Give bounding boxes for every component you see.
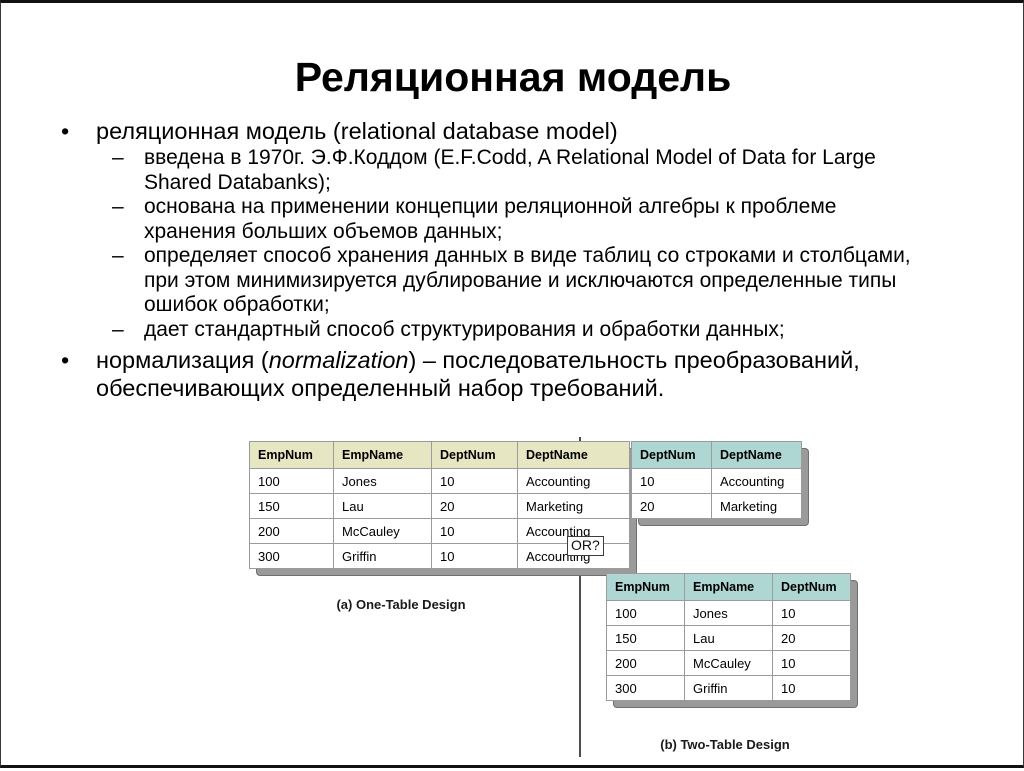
bullet-list: • реляционная модель (relational databas… [1,117,1024,403]
table-header-row: DeptNum DeptName [631,441,802,469]
cell-empnum: 100 [249,468,334,494]
figure-table-designs: EmpNum EmpName DeptNum DeptName 100 Jone… [1,427,1024,771]
or-divider-line [579,437,581,757]
cell-deptname: Marketing [711,493,802,519]
cell-deptnum: 10 [772,650,851,676]
cell-empname: McCauley [333,518,432,544]
column-header-deptname: DeptName [711,441,802,469]
column-header-empname: EmpName [684,573,773,601]
bullet-text-italic: normalization [268,347,409,373]
bullet-text: введена в 1970г. Э.Ф.Коддом (E.F.Codd, A… [144,146,876,194]
caption-one-table-design: (a) One-Table Design [336,597,466,612]
cell-empname: Jones [684,600,773,626]
cell-deptnum: 10 [431,543,518,569]
bullet-item-4: – определяет способ хранения данных в ви… [1,244,1024,318]
column-header-deptnum: DeptNum [772,573,851,601]
cell-deptnum: 10 [772,675,851,701]
cell-deptname: Accounting [711,468,802,494]
column-header-empname: EmpName [333,441,432,469]
bullet-text-suffix: ) – последовательность преобразований, о… [96,347,860,401]
caption-two-table-design: (b) Two-Table Design [660,737,790,752]
cell-deptnum: 20 [772,625,851,651]
data-table: EmpNum EmpName DeptNum 100 Jones 10 150 … [606,573,851,701]
column-header-empnum: EmpNum [606,573,685,601]
table-row: 100 Jones 10 [606,600,851,626]
one-table-design-table: EmpNum EmpName DeptNum DeptName 100 Jone… [249,441,637,576]
table-row: 100 Jones 10 Accounting [249,468,630,494]
data-table: DeptNum DeptName 10 Accounting 20 Market… [631,441,802,519]
cell-deptname: Accounting [517,468,630,494]
cell-empname: Griffin [333,543,432,569]
column-header-deptnum: DeptNum [431,441,518,469]
table-row: 10 Accounting [631,468,802,494]
cell-empnum: 150 [606,625,685,651]
bullet-item-2: – введена в 1970г. Э.Ф.Коддом (E.F.Codd,… [1,146,1024,195]
cell-empname: McCauley [684,650,773,676]
table-row: 300 Griffin 10 [606,675,851,701]
cell-empnum: 300 [606,675,685,701]
table-row: 150 Lau 20 Marketing [249,493,630,519]
cell-deptnum: 10 [431,518,518,544]
bullet-marker-dot: • [61,118,70,144]
data-table: EmpNum EmpName DeptNum DeptName 100 Jone… [249,441,630,569]
table-header-row: EmpNum EmpName DeptNum DeptName [249,441,630,469]
column-header-deptnum: DeptNum [631,441,712,469]
cell-empnum: 100 [606,600,685,626]
bullet-item-5: – дает стандартный способ структурирован… [1,318,1024,343]
cell-empnum: 300 [249,543,334,569]
cell-deptnum: 10 [772,600,851,626]
column-header-deptname: DeptName [517,441,630,469]
bullet-item-1: • реляционная модель (relational databas… [1,117,1024,145]
table-row: 20 Marketing [631,493,802,519]
page-title: Реляционная модель [294,54,732,101]
cell-deptnum: 20 [631,493,712,519]
bullet-text-prefix: нормализация ( [96,347,269,373]
table-row: 200 McCauley 10 [606,650,851,676]
cell-deptname: Marketing [517,493,630,519]
cell-deptnum: 20 [431,493,518,519]
bullet-marker-dot: • [61,347,70,373]
bullet-text: определяет способ хранения данных в виде… [144,244,911,316]
cell-deptnum: 10 [431,468,518,494]
bullet-item-3: – основана на применении концепции реляц… [1,195,1024,244]
bullet-marker-dash: – [112,195,124,218]
table-row: 150 Lau 20 [606,625,851,651]
table-header-row: EmpNum EmpName DeptNum [606,573,851,601]
table-row: 200 McCauley 10 Accounting [249,518,630,544]
employee-table: EmpNum EmpName DeptNum 100 Jones 10 150 … [606,573,858,708]
or-label: OR? [567,536,604,556]
department-table: DeptNum DeptName 10 Accounting 20 Market… [631,441,809,526]
cell-empnum: 150 [249,493,334,519]
column-header-empnum: EmpNum [249,441,334,469]
cell-empname: Griffin [684,675,773,701]
bullet-text: основана на применении концепции реляцио… [144,195,837,243]
cell-empname: Lau [684,625,773,651]
bullet-marker-dash: – [112,146,124,169]
bullet-text: дает стандартный способ структурирования… [144,317,785,341]
cell-deptnum: 10 [631,468,712,494]
cell-empnum: 200 [606,650,685,676]
cell-empname: Lau [333,493,432,519]
bullet-item-6: • нормализация (normalization) – последо… [1,346,1024,402]
bullet-marker-dash: – [112,317,124,341]
cell-empnum: 200 [249,518,334,544]
bullet-text: реляционная модель (relational database … [96,118,618,144]
bullet-marker-dash: – [112,244,124,267]
cell-empname: Jones [333,468,432,494]
